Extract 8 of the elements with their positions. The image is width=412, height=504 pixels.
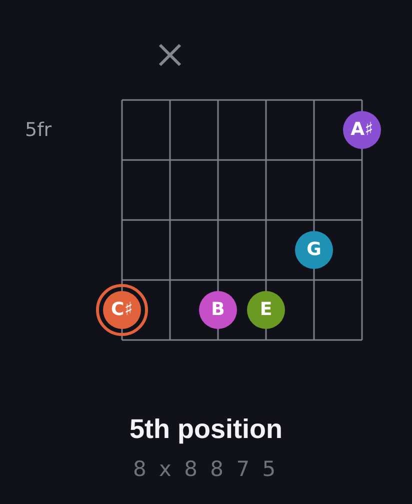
fingering-text: 8 x 8 8 7 5	[133, 459, 279, 480]
root-note-dot: C♯	[96, 284, 148, 336]
note-dot: G	[295, 231, 333, 269]
note-dot: A♯	[343, 111, 381, 149]
fret-number: 5fr	[25, 121, 52, 140]
chord-title: 5th position	[128, 416, 284, 443]
note-dot: B	[199, 291, 237, 329]
note-dot: E	[247, 291, 285, 329]
